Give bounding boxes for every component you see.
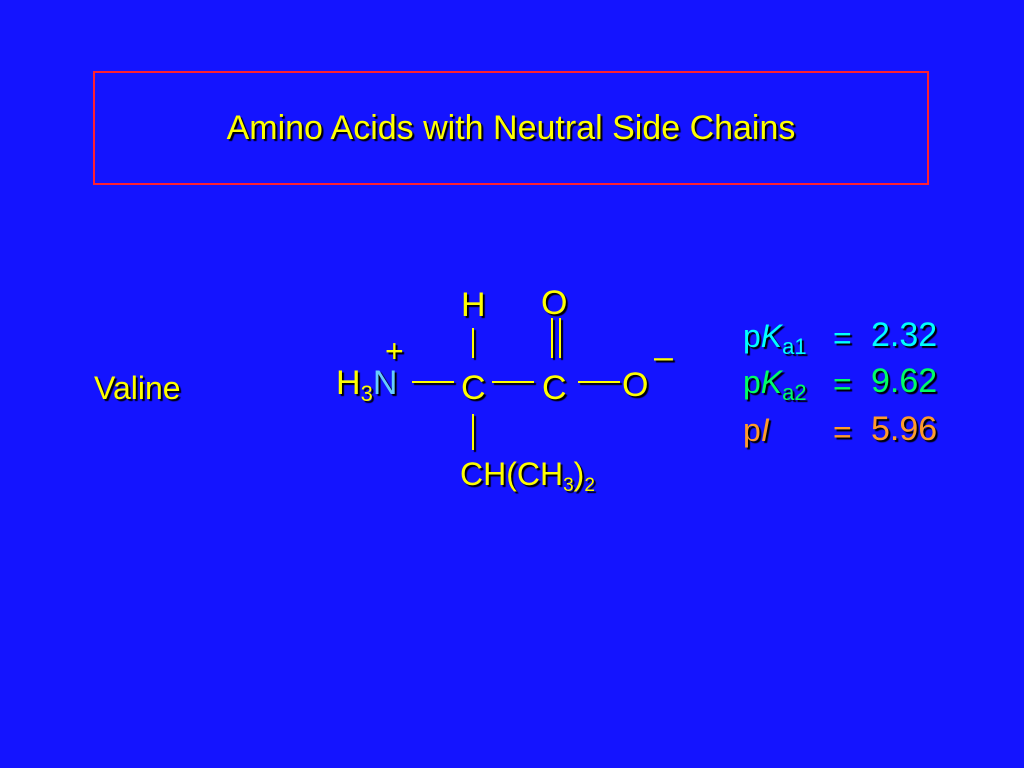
slide-title: Amino Acids with Neutral Side Chains (226, 108, 796, 147)
double-bond-line-1 (551, 318, 553, 358)
bond-c-o (578, 381, 620, 383)
pi-label: pI (743, 414, 770, 446)
double-bond-line-2 (559, 318, 561, 358)
side-chain-subscript-1: 3 (563, 475, 574, 496)
alpha-carbon: C (461, 369, 486, 407)
pi-value: 5.96 (871, 410, 938, 448)
pka1-value: 2.32 (871, 316, 938, 354)
pka2-k: K (760, 364, 783, 400)
pi-p: p (743, 412, 761, 448)
carboxylate-oxygen: O (622, 366, 649, 404)
amine-group: H3N (336, 366, 397, 405)
pka2-value: 9.62 (871, 362, 938, 400)
side-chain-subscript-2: 2 (584, 475, 595, 496)
plus-charge: + (385, 333, 404, 369)
title-box: Amino Acids with Neutral Side Chains (93, 71, 929, 185)
pka2-p: p (743, 364, 761, 400)
pka1-equals: = (833, 320, 852, 356)
amine-n: N (372, 364, 398, 402)
minus-charge: – (654, 338, 673, 376)
pi-i: I (760, 412, 770, 448)
pka1-p: p (743, 318, 761, 354)
amino-acid-name: Valine (94, 370, 181, 406)
pka2-equals: = (833, 366, 852, 402)
amine-h: H (336, 364, 361, 402)
side-chain-text-2: ) (573, 456, 585, 492)
side-chain: CH(CH3)2 (460, 458, 595, 495)
pka2-sub: a2 (782, 380, 807, 405)
bond-calpha-sidechain (472, 414, 474, 450)
bond-calpha-ccarbonyl (492, 381, 534, 383)
pi-equals: = (833, 414, 852, 450)
carbonyl-carbon: C (542, 369, 567, 407)
bond-n-calpha (412, 381, 454, 383)
side-chain-text-1: CH(CH (460, 456, 564, 492)
pka1-sub: a1 (782, 334, 807, 359)
carbonyl-oxygen: O (541, 284, 568, 322)
amine-subscript: 3 (360, 381, 373, 406)
pka2-label: pKa2 (743, 366, 807, 404)
pka1-k: K (760, 318, 783, 354)
bond-calpha-h (472, 328, 474, 358)
alpha-hydrogen: H (461, 286, 486, 324)
pka1-label: pKa1 (743, 320, 807, 358)
